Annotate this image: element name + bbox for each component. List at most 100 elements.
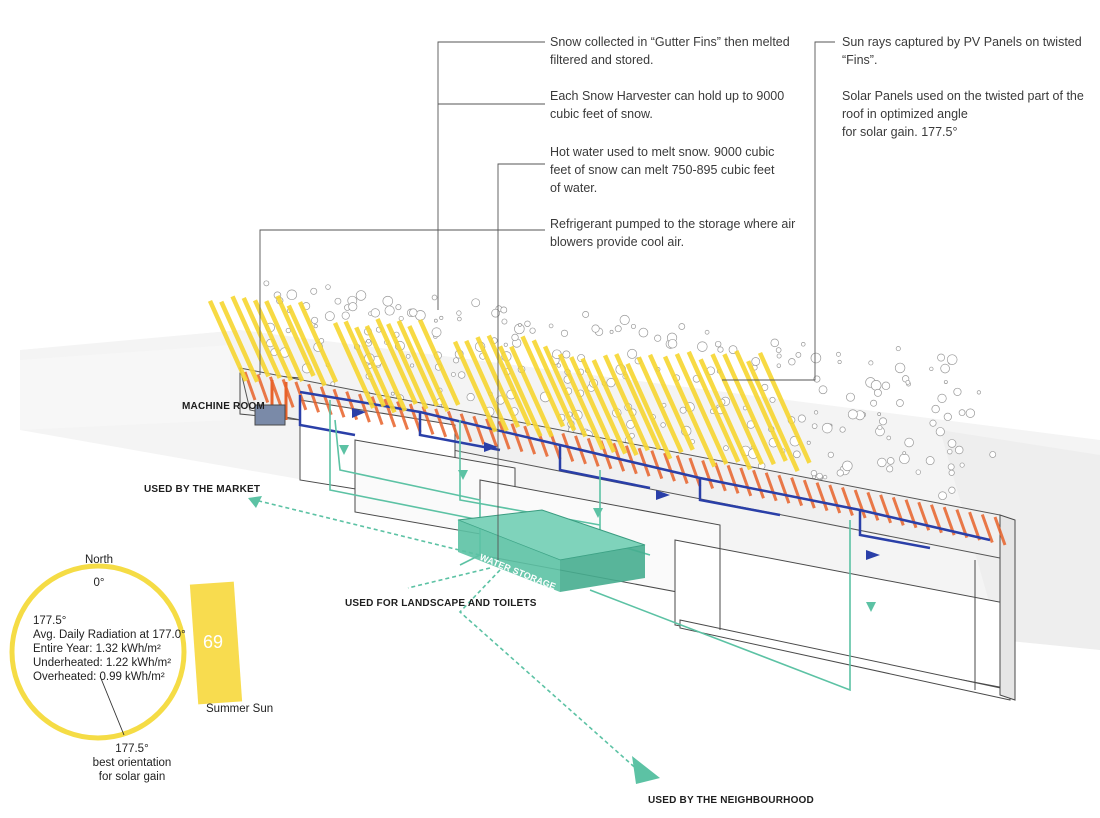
snow-particle [947, 448, 953, 455]
annotation-line: roof in optimized angle [842, 107, 968, 121]
snow-particle [822, 474, 828, 480]
sun-ray [710, 353, 765, 466]
roof-fin [879, 494, 893, 524]
snow-particle [517, 323, 522, 327]
sun-ray [542, 345, 588, 438]
snow-particle [806, 440, 811, 445]
sun-ray [417, 318, 461, 406]
snow-particle [870, 380, 882, 391]
snow-particle [529, 327, 536, 334]
roof-fin [688, 457, 702, 487]
annotation-line: Snow collected in “Gutter Fins” then mel… [550, 35, 790, 49]
snow-particle [886, 435, 892, 441]
roof-fin [853, 489, 867, 519]
compass-ring [9, 563, 187, 741]
market-arrowhead [248, 496, 262, 508]
roof-fin [713, 462, 727, 492]
summer-sun-bar [189, 581, 243, 705]
leader-lines [259, 41, 835, 560]
sun-ray [452, 340, 498, 433]
snow-particle [453, 357, 460, 364]
snow-particle [915, 469, 921, 475]
annotation-line: “Fins”. [842, 53, 878, 67]
roof-fin [421, 405, 435, 435]
compass-needle [99, 675, 125, 736]
snow-particle [948, 486, 956, 494]
snow-particle [704, 329, 710, 335]
snow-particle [398, 315, 404, 321]
roof-fin [370, 396, 384, 426]
annotation-line: for solar gain. 177.5° [842, 125, 958, 139]
sun-ray [686, 350, 741, 463]
sun-ray [636, 356, 684, 454]
snow-particle [638, 327, 649, 338]
compass-north: North [84, 554, 114, 566]
snow-particle [500, 306, 508, 314]
snow-particle [822, 422, 833, 434]
sun-ray [396, 319, 440, 407]
snow-particle [395, 304, 402, 311]
sun-ray [241, 297, 282, 379]
annotation-line: filtered and stored. [550, 53, 654, 67]
snow-particle [943, 412, 952, 421]
snow-particle [471, 298, 481, 308]
sun-ray [297, 301, 339, 383]
sun-ray [407, 325, 450, 412]
sun-ray [746, 360, 800, 473]
snow-particle [943, 380, 948, 384]
annotation-gutter-fins: Snow collected in “Gutter Fins” then mel… [550, 33, 790, 69]
snow-particle [286, 289, 298, 301]
snow-particle [390, 391, 395, 396]
roof-fin [663, 452, 676, 482]
compass-radiation-title: Avg. Daily Radiation at 177.0° [33, 629, 186, 641]
snow-particle [325, 284, 331, 290]
snow-particle [384, 305, 395, 316]
snow-particle [451, 372, 456, 377]
snow-particle [793, 450, 801, 459]
snow-particle [556, 363, 561, 368]
snow-particle [896, 399, 904, 407]
snow-particle [348, 302, 358, 312]
snow-particle [810, 352, 822, 364]
compass-bottom-angle: 177.5° [115, 743, 149, 755]
snow-particle [619, 314, 630, 325]
snow-particle [431, 327, 442, 338]
roof-fin [485, 418, 498, 448]
snow-particle [810, 470, 818, 477]
snow-particle [775, 347, 782, 353]
snow-particle [667, 338, 678, 349]
snow-particle [285, 327, 291, 334]
snow-particle [503, 342, 508, 347]
snow-particle [370, 308, 380, 318]
compass-angle: 177.5° [33, 615, 67, 627]
snow-particle [877, 425, 883, 431]
roof-fin [650, 450, 664, 480]
snow-particle [842, 460, 853, 472]
distribution-dashed [254, 499, 641, 773]
sun-ray [207, 299, 249, 382]
sun-ray [464, 339, 509, 432]
roof-fin [332, 388, 346, 418]
roof-fin [955, 509, 969, 539]
roof-fin [637, 447, 651, 477]
snow-particle [751, 357, 761, 366]
annotation-line: of water. [550, 181, 598, 195]
snow-particle [899, 453, 910, 465]
sun-ray [286, 304, 327, 387]
sun-ray [375, 317, 418, 405]
compass-underheated: Underheated: 1.22 kWh/m² [33, 657, 172, 669]
snow-particle [714, 340, 722, 348]
snow-particle [976, 390, 981, 395]
roof-fin [701, 459, 715, 489]
roof-fin [841, 487, 854, 517]
roof-fin [815, 482, 829, 512]
compass-bottom-line1: best orientation [92, 757, 172, 769]
snow-particle [382, 295, 394, 307]
snow-particle [937, 393, 947, 403]
roof-fin [752, 469, 765, 499]
roof-fin [739, 467, 753, 497]
label-used-neighbourhood: USED BY THE NEIGHBOURHOOD [648, 795, 814, 806]
water-storage-tank [457, 509, 646, 592]
snow-particle [410, 363, 415, 368]
